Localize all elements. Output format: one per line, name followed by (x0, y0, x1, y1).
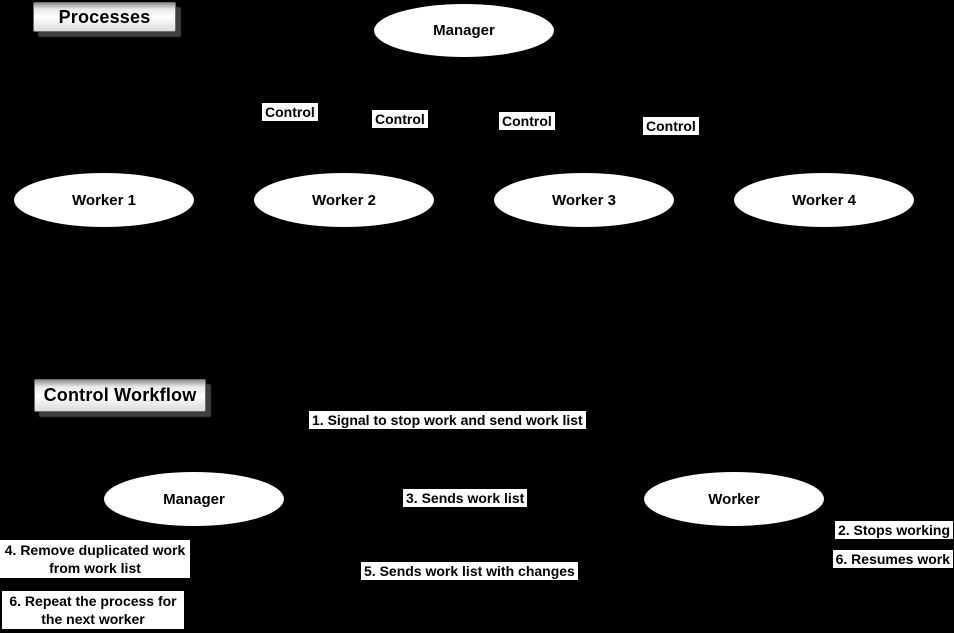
manager-node-top: Manager (374, 4, 554, 57)
workflow-step-2-label: 2. Stops working (834, 521, 953, 539)
manager-node-workflow: Manager (104, 472, 284, 526)
control-edge-label-3: Control (499, 112, 555, 130)
worker-4-node: Worker 4 (734, 173, 914, 227)
control-workflow-section-title: Control Workflow (34, 379, 206, 412)
workflow-step-6-repeat-label: 6. Repeat the process for the next worke… (2, 591, 184, 629)
workflow-step-4-label: 4. Remove duplicated work from work list (0, 540, 190, 578)
worker-node-workflow: Worker (644, 472, 824, 526)
control-edge-label-1: Control (262, 103, 318, 121)
workflow-step-1-label: 1. Signal to stop work and send work lis… (309, 411, 586, 429)
worker-2-node: Worker 2 (254, 173, 434, 227)
workflow-step-3-label: 3. Sends work list (403, 489, 528, 507)
worker-3-node: Worker 3 (494, 173, 674, 227)
control-edge-label-4: Control (643, 117, 699, 135)
processes-section-title: Processes (33, 2, 176, 32)
control-edge-label-2: Control (372, 110, 428, 128)
workflow-step-6-resume-label: 6. Resumes work (832, 550, 953, 568)
worker-1-node: Worker 1 (14, 173, 194, 227)
workflow-step-5-label: 5. Sends work list with changes (361, 562, 578, 580)
